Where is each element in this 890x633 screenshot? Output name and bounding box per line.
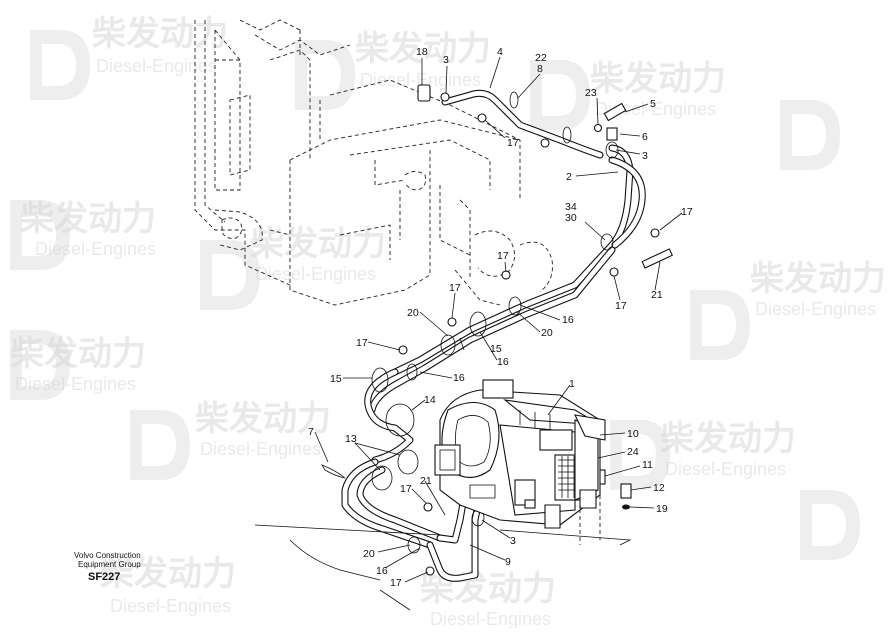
clip-7-icon	[321, 464, 346, 479]
watermark-layer: 柴发动力 Diesel-Engines 柴发动力 Diesel-Engines …	[10, 15, 886, 629]
callout-10: 10	[627, 428, 639, 440]
watermark-logo-icon	[530, 60, 590, 130]
washer-19-icon	[622, 504, 630, 510]
watermark-sub: Diesel-Engines	[96, 56, 217, 76]
callout-17: 17	[390, 577, 402, 589]
screw-23-icon	[593, 123, 603, 133]
adapter-6-icon	[606, 127, 618, 141]
watermark-logo-icon	[610, 420, 670, 490]
callout-labels: 18 3 4 22 8 17 23 5 6 3 2 34 30 17 21 17…	[308, 46, 693, 589]
watermark-brand: 柴发动力	[660, 420, 796, 458]
watermark-sub: Diesel-Engines	[595, 99, 716, 119]
watermark-brand: 柴发动力	[20, 200, 156, 238]
watermark-sub: Diesel-Engines	[430, 609, 551, 628]
engine-outline	[194, 19, 553, 306]
heater-unit	[434, 379, 606, 529]
callout-16: 16	[453, 372, 465, 384]
callout-14: 14	[424, 394, 436, 406]
footer-block: Volvo Construction Equipment Group SF227	[74, 551, 141, 583]
bracket-21-icon	[641, 248, 674, 269]
callout-30: 30	[565, 212, 577, 224]
callout-22: 22	[535, 52, 547, 64]
watermark-sub: Diesel-Engines	[665, 459, 786, 479]
callout-4: 4	[497, 46, 503, 58]
callout-13: 13	[345, 433, 357, 445]
callout-19: 19	[656, 503, 668, 515]
watermark-brand: 柴发动力	[100, 555, 236, 593]
clamp-3-icon	[440, 92, 450, 102]
watermark-brand: 柴发动力	[195, 400, 331, 438]
watermark-brand: 柴发动力	[10, 335, 146, 373]
callout-17: 17	[449, 282, 461, 294]
connector-5-icon	[603, 102, 627, 122]
callout-16: 16	[562, 314, 574, 326]
callout-6: 6	[642, 131, 648, 143]
watermark-sub: Diesel-Engines	[755, 299, 876, 319]
watermark-logo-icon	[690, 290, 750, 360]
callout-17: 17	[681, 206, 693, 218]
callout-11: 11	[642, 459, 653, 471]
callout-8: 8	[537, 63, 543, 75]
callout-15: 15	[330, 373, 342, 385]
footer-company-line1: Volvo Construction	[74, 551, 141, 560]
watermark-brand: 柴发动力	[92, 15, 228, 53]
hose-assembly	[341, 89, 646, 582]
watermark-logo-icon	[10, 200, 70, 270]
callout-20: 20	[363, 548, 375, 560]
callout-16: 16	[497, 356, 509, 368]
watermark-logo-icon	[295, 40, 355, 110]
valve-18-icon	[417, 84, 431, 102]
watermark-sub: Diesel-Engines	[110, 596, 231, 616]
callout-16: 16	[376, 565, 388, 577]
watermark-sub: Diesel-Engines	[35, 239, 156, 259]
watermark-brand: 柴发动力	[250, 225, 386, 263]
callout-21: 21	[420, 475, 432, 487]
callout-17: 17	[507, 137, 519, 149]
callout-34: 34	[565, 201, 577, 213]
watermark-brand: 柴发动力	[750, 260, 886, 298]
watermark-sub: Diesel-Engines	[15, 374, 136, 394]
callout-15: 15	[490, 343, 502, 355]
watermark-brand: 柴发动力	[590, 60, 726, 98]
callout-9: 9	[505, 556, 511, 568]
footer-company-line2: Equipment Group	[78, 560, 141, 569]
callout-20: 20	[407, 307, 419, 319]
callout-12: 12	[653, 482, 665, 494]
callout-3: 3	[510, 535, 516, 547]
callout-3: 3	[443, 54, 449, 66]
watermark-sub: Diesel-Engines	[360, 70, 481, 90]
callout-1: 1	[569, 378, 575, 390]
watermark-logo-icon	[30, 30, 90, 100]
callout-20: 20	[541, 327, 553, 339]
callout-2: 2	[566, 171, 572, 183]
callout-23: 23	[585, 87, 597, 99]
callout-21: 21	[651, 289, 663, 301]
callout-24: 24	[627, 446, 639, 458]
watermark-logo-icon	[130, 410, 190, 480]
callout-17: 17	[615, 300, 627, 312]
footer-code: SF227	[88, 571, 120, 583]
watermark-logo-icon	[10, 330, 70, 400]
watermark-logo-icon	[780, 100, 840, 170]
callout-7: 7	[308, 426, 314, 438]
callout-5: 5	[650, 98, 656, 110]
callout-3: 3	[642, 150, 648, 162]
leader-lines	[314, 56, 683, 583]
callout-17: 17	[400, 483, 412, 495]
watermark-logo-icon	[800, 490, 860, 560]
watermark-sub: Diesel-Engines	[255, 264, 376, 284]
callout-17: 17	[497, 250, 509, 262]
callout-17: 17	[356, 337, 368, 349]
watermark-sub: Diesel-Engines	[200, 439, 321, 459]
callout-18: 18	[416, 46, 428, 58]
bolt-12-icon	[620, 483, 632, 499]
floor-outline	[254, 495, 632, 611]
watermark-brand: 柴发动力	[355, 30, 491, 68]
